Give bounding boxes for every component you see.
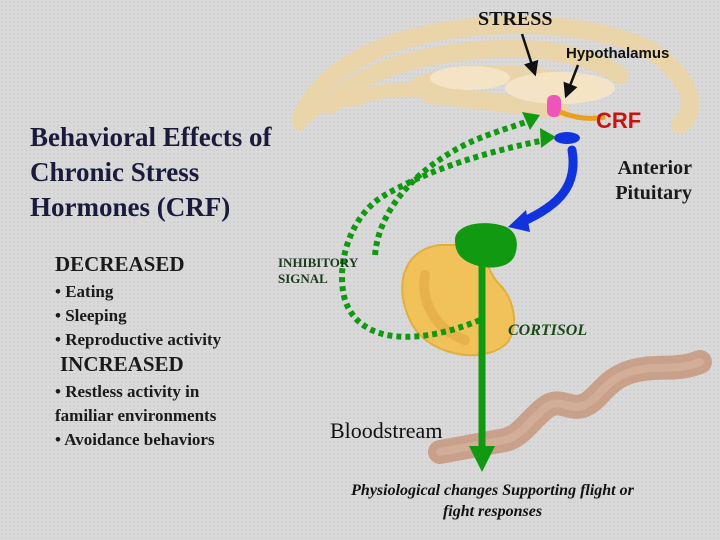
increased-list: • Restless activity in familiar environm… [55, 380, 216, 452]
list-item: • Restless activity in [55, 382, 200, 401]
inhibitory-signal-label: INHIBITORY SIGNAL [278, 255, 358, 286]
anterior-pituitary-label: Anterior Pituitary [615, 157, 692, 204]
physiological-changes-label: Physiological changes Supporting flight … [351, 482, 634, 520]
increased-heading: INCREASED [60, 352, 184, 376]
list-item: • Reproductive activity [55, 330, 222, 349]
crf-to-pituitary-arrowhead [508, 210, 530, 232]
list-item: • Sleeping [55, 306, 127, 325]
crf-label: CRF [596, 108, 642, 133]
pituitary-gland [455, 223, 517, 268]
crf-to-pituitary-arrow [517, 145, 578, 227]
hypothalamus-label: Hypothalamus [566, 45, 670, 62]
adrenal-gland [401, 244, 516, 357]
adrenal-cortex [419, 270, 470, 345]
median-eminence [554, 132, 580, 144]
decreased-heading: DECREASED [55, 252, 185, 276]
stress-arrow [520, 33, 539, 77]
cortisol-arrowhead [469, 446, 495, 472]
brain-detail [430, 66, 615, 104]
inhibitory-arrowhead-2 [540, 128, 556, 148]
inhibitory-arrowhead-1 [522, 112, 540, 130]
decreased-list: • Eating • Sleeping • Reproductive activ… [55, 280, 221, 352]
hypothalamus-nucleus [547, 95, 561, 117]
bloodstream-label: Bloodstream [330, 418, 443, 443]
hypothalamus-pointer [563, 64, 580, 99]
blood-vessel-highlight [436, 358, 704, 456]
list-item: familiar environments [55, 406, 217, 425]
list-item: • Avoidance behaviors [55, 430, 215, 449]
inhibitory-path-2 [339, 137, 546, 340]
cortisol-label: CORTISOL [508, 322, 588, 339]
stress-label: STRESS [478, 8, 553, 30]
page-title: Behavioral Effects of Chronic Stress Hor… [30, 122, 272, 222]
crf-connector [559, 109, 606, 121]
list-item: • Eating [55, 282, 114, 301]
inhibitory-path-1 [372, 117, 532, 256]
